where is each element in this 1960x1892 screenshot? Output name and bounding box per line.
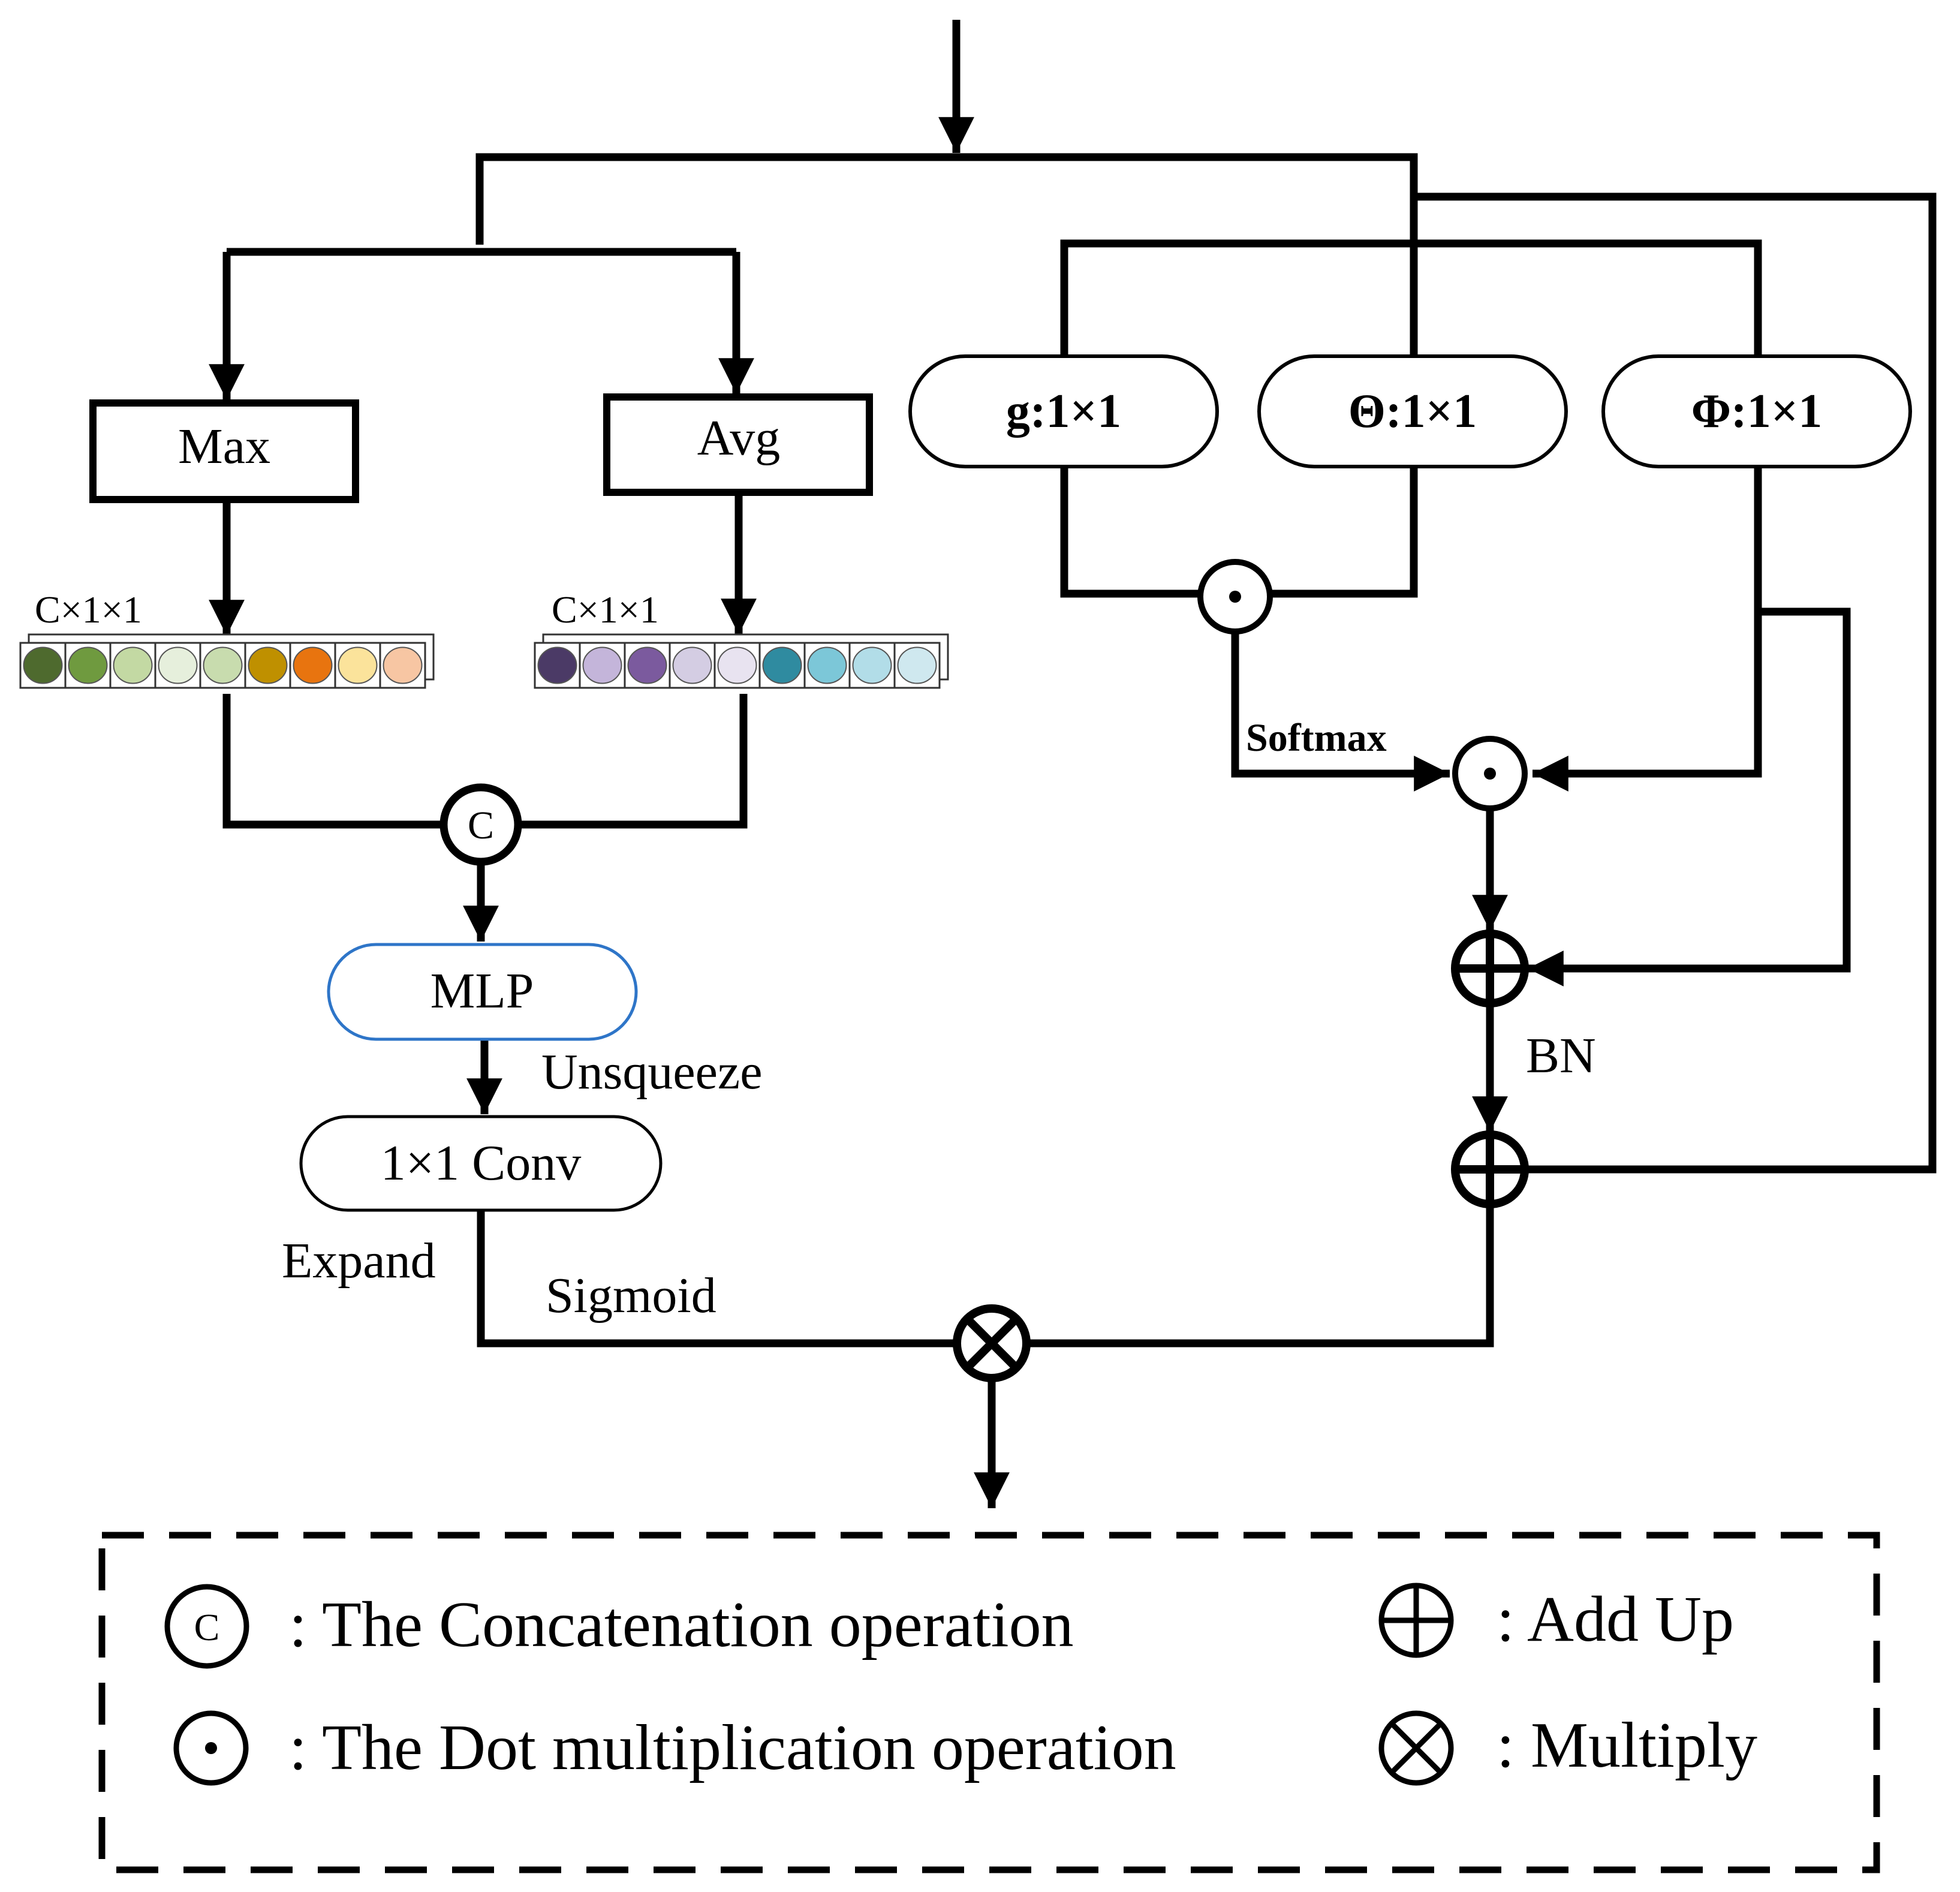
line-add-multiply <box>1029 1207 1494 1347</box>
avg-vector-cell-color <box>762 646 802 684</box>
max-label: Max <box>178 419 270 474</box>
avg-feature-vector <box>534 633 949 689</box>
sigmoid-label: Sigmoid <box>546 1268 716 1324</box>
avg-vector-cell-color <box>852 646 892 684</box>
legend-multiply-icon <box>1378 1710 1454 1786</box>
dot-op-phi-dot <box>1484 768 1496 780</box>
softmax-label: Softmax <box>1246 716 1387 760</box>
theta-block <box>1257 354 1568 468</box>
legend-add-text: : Add Up <box>1497 1584 1734 1655</box>
bn-label: BN <box>1526 1028 1596 1084</box>
avg-box <box>603 393 873 496</box>
add-op-2 <box>1451 1130 1529 1208</box>
avg-vector-cell-color <box>807 646 847 684</box>
max-vector-cell-color <box>248 646 288 684</box>
top-split-line <box>475 153 1418 355</box>
conv-label: 1×1 Conv <box>381 1135 581 1191</box>
phi-label: Φ:1×1 <box>1691 385 1823 438</box>
legend-concat-text: : The Concatenation operation <box>289 1589 1074 1661</box>
line-phi-add <box>1528 607 1851 986</box>
g-block <box>908 354 1219 468</box>
legend-dot-text: : The Dot multiplication operation <box>289 1712 1176 1783</box>
mlp-label: MLP <box>430 963 534 1019</box>
max-vector-cell-color <box>203 646 243 684</box>
max-vector-cell-color <box>158 646 198 684</box>
avg-vector-cell-color <box>897 646 937 684</box>
max-box <box>89 399 359 503</box>
line-avg-concat <box>517 694 748 829</box>
avg-vector-cell-color <box>627 646 667 684</box>
legend-multiply-text: : Multiply <box>1497 1710 1757 1781</box>
max-vector-cell-color <box>23 646 63 684</box>
avg-vector-cell-color <box>582 646 622 684</box>
line-phi-dot <box>1533 467 1762 792</box>
multiply-op <box>953 1304 1031 1382</box>
max-vector-cell-color <box>113 646 153 684</box>
dot-op-theta-dot <box>1229 591 1241 603</box>
expand-label: Expand <box>282 1233 436 1289</box>
max-feature-vector <box>19 633 435 689</box>
line-conv-multiply <box>477 1210 955 1347</box>
concat-op-symbol: C <box>468 804 494 847</box>
max-vector-cell-color <box>338 646 378 684</box>
conv-block <box>299 1115 663 1212</box>
legend-box <box>98 1532 1880 1873</box>
max-vector-cell-color <box>383 646 423 684</box>
theta-label: Θ:1×1 <box>1348 385 1477 438</box>
residual-path <box>1414 192 1937 1174</box>
line-softmax <box>1231 631 1450 792</box>
mlp-block <box>327 943 638 1041</box>
legend-concat-icon <box>164 1584 249 1669</box>
unsqueeze-label: Unsqueeze <box>541 1044 762 1100</box>
legend-concat-symbol: C <box>194 1606 220 1649</box>
max-vector-cell-color <box>293 646 333 684</box>
legend-add-icon <box>1378 1583 1454 1658</box>
max-vector-cell-color <box>68 646 108 684</box>
avg-vector-label: C×1×1 <box>552 588 659 631</box>
g-label: g:1×1 <box>1006 385 1121 438</box>
avg-vector-cell-color <box>672 646 712 684</box>
max-vector-label: C×1×1 <box>35 588 142 631</box>
concat-op <box>439 783 522 866</box>
avg-label: Avg <box>697 410 780 466</box>
line-max-concat <box>222 694 444 829</box>
avg-vector-cell-color <box>717 646 757 684</box>
legend-dot-icon-center <box>205 1742 217 1754</box>
phi-block <box>1601 354 1912 468</box>
avg-vector-cell-color <box>537 646 577 684</box>
add-op-1 <box>1451 930 1529 1007</box>
branch-g-phi <box>1060 239 1762 355</box>
